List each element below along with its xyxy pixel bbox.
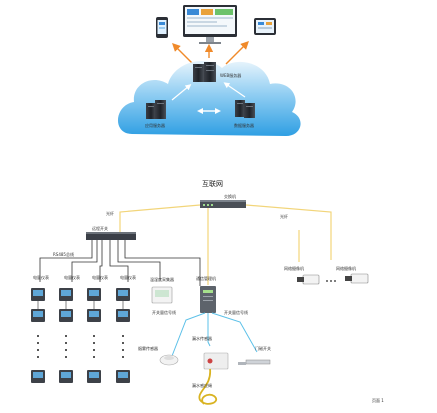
door-sensor-label: 门磁开关 (255, 345, 271, 351)
meter-screen (33, 290, 43, 296)
remote-switch-icon (86, 232, 136, 240)
temp-humidity-label: 温湿度采集器 (150, 276, 174, 282)
ellipsis-dot (37, 349, 39, 351)
meter-screen (33, 372, 43, 378)
desktop-monitor-icon (183, 5, 237, 44)
temp-humidity-collector-icon (151, 286, 173, 304)
water-leak-controller-icon (203, 352, 229, 370)
camera-ellipsis (326, 280, 336, 282)
ellipsis-dot (37, 342, 39, 344)
switch-signal-right-label: 开关量信号线 (224, 309, 248, 315)
meter-screen (89, 311, 99, 317)
water-leak-rope-label: 漏水感应绳 (192, 382, 212, 388)
web-server-label: WEB服务器 (220, 72, 241, 78)
tablet-icon (254, 18, 276, 35)
phone-icon (156, 17, 168, 38)
meter-screen (61, 372, 71, 378)
ellipsis-dot (37, 335, 39, 337)
ellipsis-dot (122, 342, 124, 344)
db-server-label: 数据服务器 (234, 122, 254, 128)
db-server-icon (235, 100, 255, 118)
ellipsis-dot (93, 335, 95, 337)
comm-manager-label: 通信管理机 (196, 275, 216, 281)
app-server-icon (146, 100, 166, 119)
meter-column-label: 电量仪表 (120, 274, 136, 280)
rs485-bus-label: RS485总线 (53, 251, 74, 257)
footer-page-label: 页面 1 (372, 398, 384, 403)
meter-screen (118, 311, 128, 317)
ellipsis-dot (122, 349, 124, 351)
smoke-detector-icon (159, 354, 179, 366)
ellipsis-dot (93, 356, 95, 358)
camera-label: 网络摄像机 (284, 265, 304, 271)
ellipsis-dot (65, 356, 67, 358)
meter-column-label: 电量仪表 (64, 274, 80, 280)
web-server-icon (193, 62, 216, 82)
comm-manager-icon (200, 286, 216, 313)
ellipsis-dot (122, 335, 124, 337)
water-leak-rope-icon (198, 368, 217, 405)
meter-screen (61, 290, 71, 296)
network-switch-icon (200, 200, 246, 208)
internet-label: 互联网 (202, 179, 223, 188)
network-camera-icon (297, 274, 320, 285)
cloud-sync-arrows (171, 82, 246, 114)
optical-fiber-lines (119, 204, 332, 285)
ellipsis-dot (37, 356, 39, 358)
app-server-label: 应用服务器 (145, 122, 165, 128)
smoke-detector-label: 烟雾传感器 (138, 345, 158, 351)
ellipsis-dot (122, 356, 124, 358)
upload-arrows (172, 41, 249, 65)
fiber-label-right: 光纤 (280, 213, 288, 219)
meter-screen (33, 311, 43, 317)
meter-screen (61, 311, 71, 317)
ellipsis-dot (65, 342, 67, 344)
meter-column-label: 电量仪表 (92, 274, 108, 280)
door-sensor-icon (238, 359, 271, 365)
network-camera-icon (345, 273, 369, 284)
ellipsis-dot (93, 349, 95, 351)
remote-switch-label: 远程开关 (92, 225, 108, 231)
water-leak-label: 漏水传感器 (192, 335, 212, 341)
meter-screen (118, 372, 128, 378)
camera-label: 网络摄像机 (336, 265, 356, 271)
power-meter-grid (31, 288, 130, 383)
fiber-label-left: 光纤 (106, 210, 114, 216)
meter-screen (89, 372, 99, 378)
switch-signal-left-label: 开关量信号线 (152, 309, 176, 315)
switch-signal-lines (171, 312, 258, 357)
meter-screen (118, 290, 128, 296)
meter-column-label: 电量仪表 (33, 274, 49, 280)
ellipsis-dot (65, 335, 67, 337)
ellipsis-dot (93, 342, 95, 344)
meter-screen (89, 290, 99, 296)
rs485-bus-lines (39, 240, 201, 286)
switch-label: 交换机 (224, 193, 236, 199)
ellipsis-dot (65, 349, 67, 351)
